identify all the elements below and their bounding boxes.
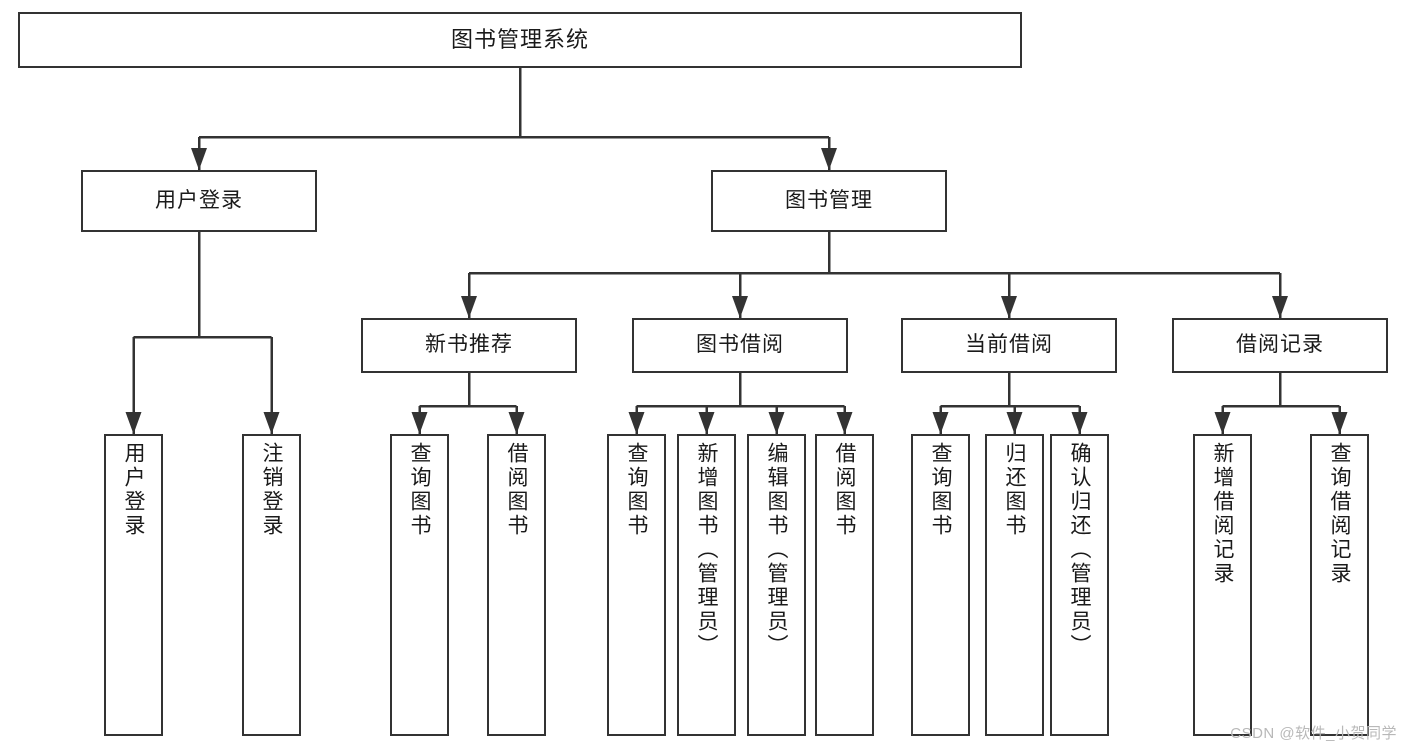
node-label: 注销登录 xyxy=(260,442,283,538)
node-label: 用户登录 xyxy=(155,188,243,212)
node-label: 查询图书 xyxy=(929,442,952,538)
node-borrow-record[interactable]: 借阅记录 xyxy=(1172,318,1388,373)
node-label: 借阅图书 xyxy=(833,442,856,538)
node-leaf-borrow-book-2[interactable]: 借阅图书 xyxy=(815,434,874,736)
node-label: 借阅记录 xyxy=(1236,333,1324,357)
node-label: 新书推荐 xyxy=(425,333,513,357)
watermark: CSDN @软件_小贺同学 xyxy=(1230,725,1397,742)
node-leaf-user-login[interactable]: 用户登录 xyxy=(104,434,163,736)
node-label: 查询借阅记录 xyxy=(1328,442,1351,586)
node-leaf-logout[interactable]: 注销登录 xyxy=(242,434,301,736)
node-label: 归还图书 xyxy=(1003,442,1026,538)
node-label: 新增图书（管理员） xyxy=(695,442,718,658)
node-leaf-borrow-book-1[interactable]: 借阅图书 xyxy=(487,434,546,736)
node-user-login[interactable]: 用户登录 xyxy=(81,170,317,232)
node-label: 编辑图书（管理员） xyxy=(765,442,788,658)
node-leaf-return-book[interactable]: 归还图书 xyxy=(985,434,1044,736)
node-current-borrow[interactable]: 当前借阅 xyxy=(901,318,1117,373)
node-leaf-edit-book[interactable]: 编辑图书（管理员） xyxy=(747,434,806,736)
node-leaf-confirm-return[interactable]: 确认归还（管理员） xyxy=(1050,434,1109,736)
node-root[interactable]: 图书管理系统 xyxy=(18,12,1022,68)
node-label: 新增借阅记录 xyxy=(1211,442,1234,586)
node-new-book-rec[interactable]: 新书推荐 xyxy=(361,318,577,373)
node-book-manage[interactable]: 图书管理 xyxy=(711,170,947,232)
node-label: 确认归还（管理员） xyxy=(1068,442,1091,658)
node-label: 图书借阅 xyxy=(696,333,784,357)
node-label: 借阅图书 xyxy=(505,442,528,538)
node-label: 图书管理系统 xyxy=(450,27,589,53)
node-leaf-add-record[interactable]: 新增借阅记录 xyxy=(1193,434,1252,736)
node-leaf-add-book[interactable]: 新增图书（管理员） xyxy=(677,434,736,736)
node-label: 查询图书 xyxy=(625,442,648,538)
node-leaf-query-record[interactable]: 查询借阅记录 xyxy=(1310,434,1369,736)
node-leaf-query-book-3[interactable]: 查询图书 xyxy=(911,434,970,736)
node-book-borrow[interactable]: 图书借阅 xyxy=(632,318,848,373)
node-label: 当前借阅 xyxy=(965,333,1053,357)
node-leaf-query-book-1[interactable]: 查询图书 xyxy=(390,434,449,736)
node-label: 图书管理 xyxy=(785,188,873,212)
node-leaf-query-book-2[interactable]: 查询图书 xyxy=(607,434,666,736)
node-label: 查询图书 xyxy=(408,442,431,538)
node-label: 用户登录 xyxy=(122,442,145,538)
